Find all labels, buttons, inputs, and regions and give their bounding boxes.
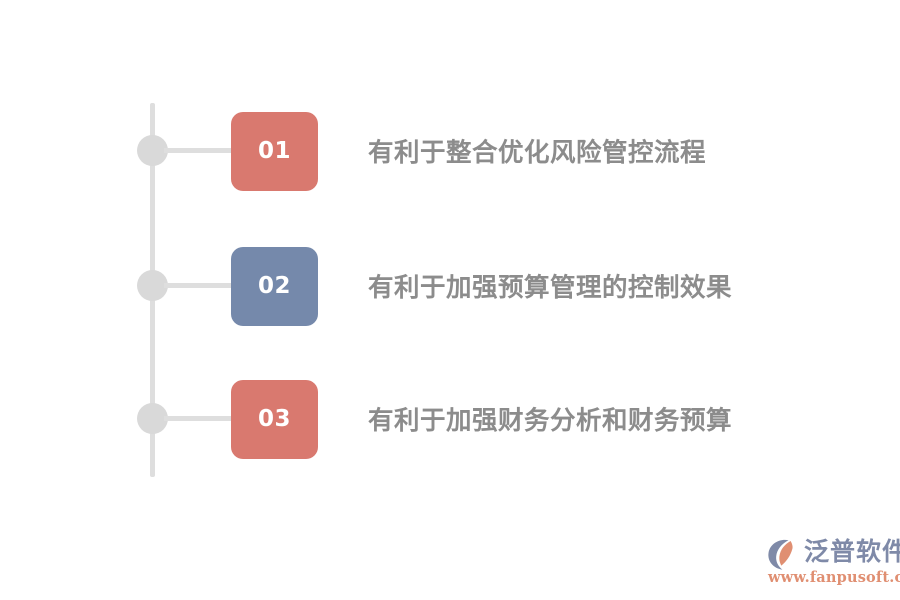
fanpu-swoosh-icon: [766, 538, 802, 570]
timeline-connector-line: [164, 148, 236, 153]
number-badge[interactable]: 02: [231, 247, 318, 326]
timeline-item: 01 有利于整合优化风险管控流程: [0, 100, 900, 200]
timeline-item: 03 有利于加强财务分析和财务预算: [0, 368, 900, 468]
timeline-connector-line: [164, 416, 236, 421]
number-badge[interactable]: 01: [231, 112, 318, 191]
brand-name-label: 泛普软件: [804, 537, 900, 566]
badge-number-label: 02: [257, 273, 291, 299]
timeline-node-dot: [137, 270, 168, 301]
timeline-node-dot: [137, 135, 168, 166]
timeline-item-caption: 有利于整合优化风险管控流程: [368, 137, 707, 168]
timeline-connector-line: [164, 283, 236, 288]
badge-number-label: 01: [257, 138, 291, 164]
timeline-item: 02 有利于加强预算管理的控制效果: [0, 235, 900, 335]
timeline-item-caption: 有利于加强财务分析和财务预算: [368, 405, 733, 436]
timeline-node-dot: [137, 403, 168, 434]
timeline-item-caption: 有利于加强预算管理的控制效果: [368, 272, 733, 303]
number-badge[interactable]: 03: [231, 380, 318, 459]
brand-logo[interactable]: 泛普软件 www.fanpusoft.com: [766, 536, 900, 592]
badge-number-label: 03: [257, 406, 291, 432]
brand-url-label: www.fanpusoft.com: [768, 569, 900, 586]
